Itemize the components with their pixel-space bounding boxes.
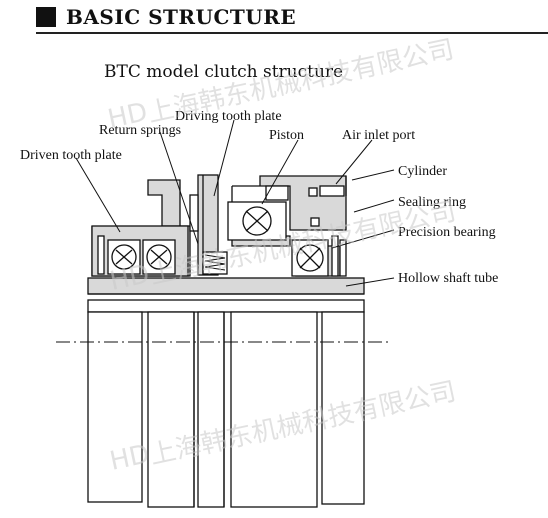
label-driving-tooth-plate: Driving tooth plate xyxy=(175,109,282,124)
return-springs xyxy=(202,251,228,275)
label-driven-tooth-plate: Driven tooth plate xyxy=(20,148,122,163)
leader-lines xyxy=(75,119,395,287)
label-cylinder: Cylinder xyxy=(398,164,447,179)
section-header: BASIC STRUCTURE xyxy=(0,0,548,36)
piston-bearing xyxy=(227,201,287,241)
label-air-inlet-port: Air inlet port xyxy=(342,128,415,143)
header-underline xyxy=(36,32,548,34)
lower-body xyxy=(87,299,365,508)
drawing xyxy=(56,119,395,508)
precision-bearing-right xyxy=(291,235,347,277)
label-precision-bearing: Precision bearing xyxy=(398,225,496,240)
driven-tooth-plate-body xyxy=(91,179,191,277)
label-piston: Piston xyxy=(269,128,304,143)
header-bullet-square xyxy=(36,7,56,27)
label-hollow-shaft-tube: Hollow shaft tube xyxy=(398,271,498,286)
section-title: BASIC STRUCTURE xyxy=(66,5,297,29)
label-sealing-ring: Sealing ring xyxy=(398,195,466,210)
watermark-text: 上海韩东机械科技有限公司 xyxy=(145,35,456,129)
diagram-title: BTC model clutch structure xyxy=(104,62,344,82)
label-return-springs: Return springs xyxy=(99,123,181,138)
